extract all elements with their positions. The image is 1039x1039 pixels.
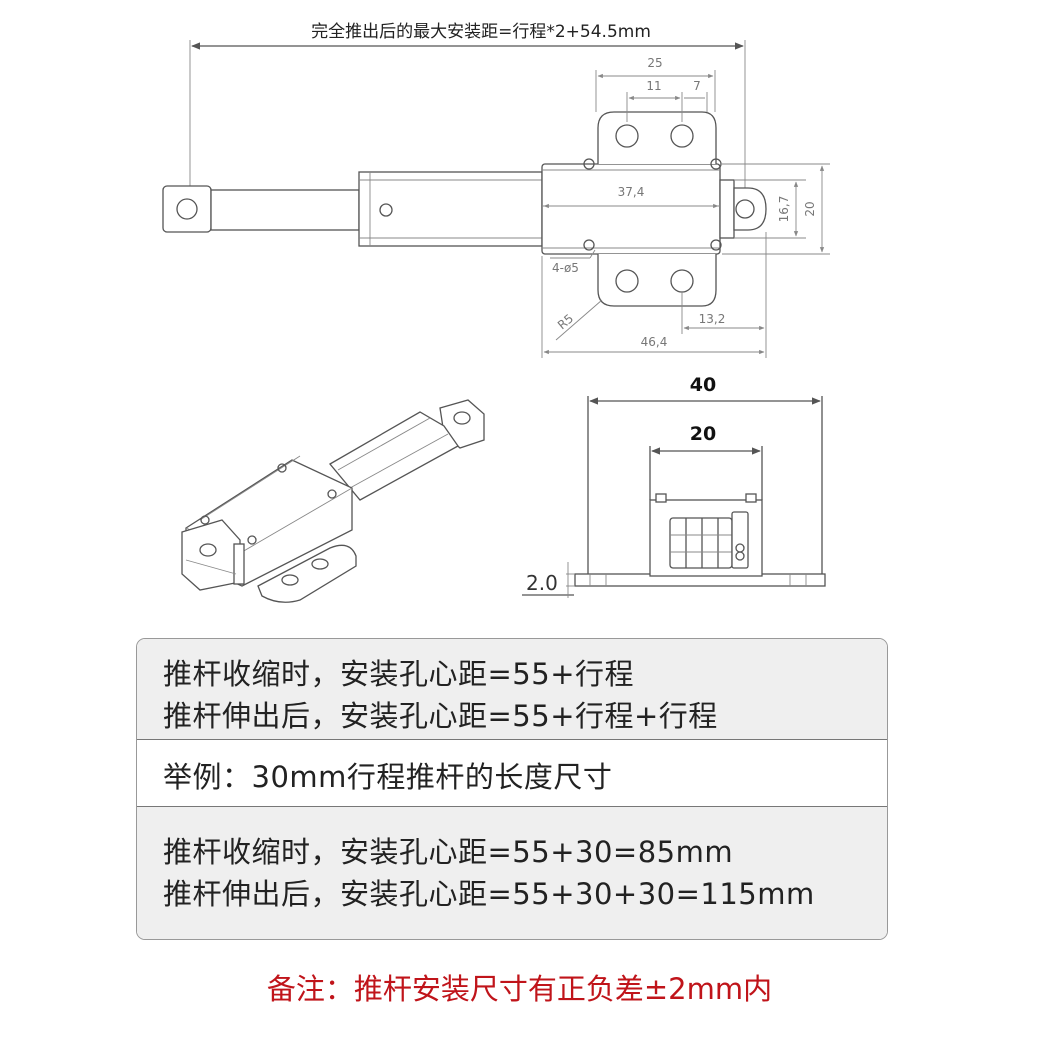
dim-7: 7 <box>693 79 701 93</box>
dim-13-2: 13,2 <box>699 312 726 326</box>
technical-drawing: 完全推出后的最大安装距=行程*2+54.5mm <box>162 22 830 603</box>
end-dim-2-0: 2.0 <box>526 571 558 595</box>
dim-37-4: 37,4 <box>618 185 645 199</box>
spec-line-extended: 推杆伸出后，安装孔心距=55+行程+行程 <box>163 699 718 733</box>
spec-table: 推杆收缩时，安装孔心距=55+行程 推杆伸出后，安装孔心距=55+行程+行程 举… <box>136 638 888 940</box>
tolerance-remark: 备注：推杆安装尺寸有正负差±2mm内 <box>266 972 773 1006</box>
spec-row-retract-extend: 推杆收缩时，安装孔心距=55+行程 推杆伸出后，安装孔心距=55+行程+行程 <box>137 639 887 739</box>
dim-11: 11 <box>646 79 661 93</box>
spec-example-title: 举例：30mm行程推杆的长度尺寸 <box>163 760 613 794</box>
spec-example-extended: 推杆伸出后，安装孔心距=55+30+30=115mm <box>163 877 815 911</box>
actuator-top-view <box>162 111 767 307</box>
dim-20-side: 20 <box>803 201 817 216</box>
spec-row-example-values: 推杆收缩时，安装孔心距=55+30=85mm 推杆伸出后，安装孔心距=55+30… <box>137 807 887 939</box>
dim-r5: R5 <box>555 311 576 332</box>
spec-row-example-title: 举例：30mm行程推杆的长度尺寸 <box>137 739 887 807</box>
overall-length-label: 完全推出后的最大安装距=行程*2+54.5mm <box>311 22 651 42</box>
dim-46-4: 46,4 <box>641 335 668 349</box>
dim-25: 25 <box>647 56 662 70</box>
overall-length-dimension: 完全推出后的最大安装距=行程*2+54.5mm <box>189 22 746 190</box>
end-dim-40: 40 <box>690 374 716 396</box>
spec-example-retracted: 推杆收缩时，安装孔心距=55+30=85mm <box>163 835 734 869</box>
actuator-isometric-view <box>181 399 485 603</box>
dim-16-7: 16,7 <box>777 196 791 223</box>
dim-holes: 4-ø5 <box>552 261 579 275</box>
spec-line-retracted: 推杆收缩时，安装孔心距=55+行程 <box>163 657 634 691</box>
end-dim-20: 20 <box>690 423 716 445</box>
top-view-dimensions: 25 11 7 37,4 16,7 20 4-ø5 R5 13,2 <box>541 56 830 358</box>
actuator-end-view: 40 20 2.0 <box>522 374 826 598</box>
